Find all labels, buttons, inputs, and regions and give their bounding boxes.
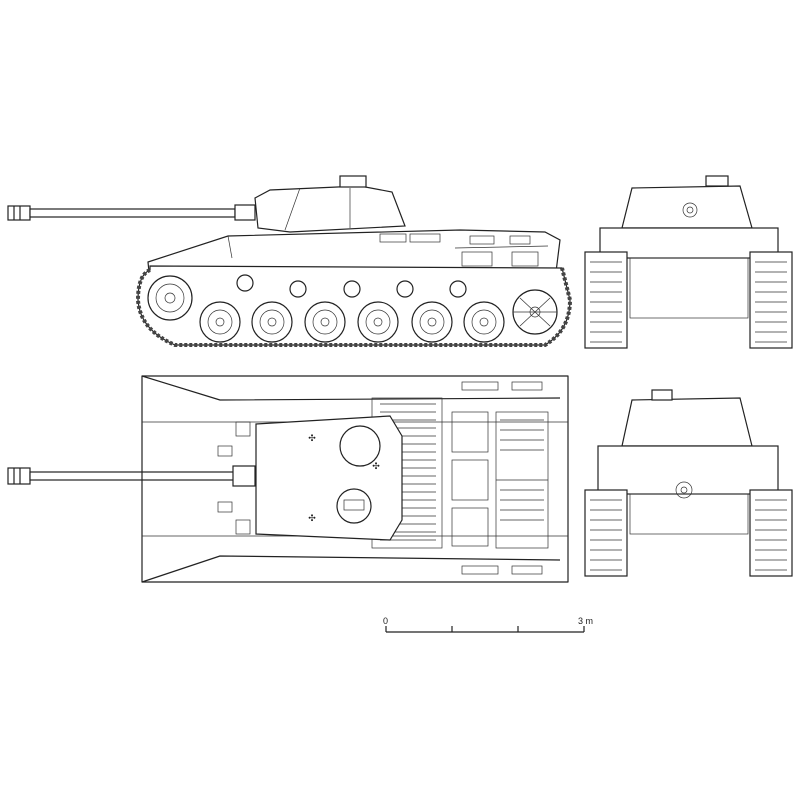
scale-end-label: 3 m: [578, 616, 593, 626]
top-turret: [255, 415, 403, 541]
front-turret: [621, 185, 753, 229]
rear-turret: [621, 397, 753, 447]
rear-hull: [597, 445, 779, 495]
front-hull: [599, 227, 779, 259]
rear-left-track: [584, 489, 628, 577]
rear-view: [584, 389, 793, 577]
svg-text:✣: ✣: [308, 433, 316, 443]
scale-start-label: 0: [383, 616, 388, 626]
side-gun-barrel: [7, 204, 256, 221]
front-left-track: [584, 251, 628, 349]
top-loader-hatch: [336, 488, 372, 524]
side-drive-sprocket: [147, 275, 193, 321]
side-return-rollers: [236, 274, 467, 298]
scale-bar: 0 3 m: [383, 616, 593, 633]
svg-text:✣: ✣: [308, 513, 316, 523]
top-cupola: [339, 425, 381, 467]
side-cupola: [339, 175, 367, 188]
front-right-track: [749, 251, 793, 349]
side-view: [7, 175, 573, 347]
side-hull-details: [379, 233, 539, 267]
side-road-wheels: [199, 301, 505, 343]
top-hull-outline: [141, 375, 569, 583]
top-view: ✣ ✣ ✣: [7, 375, 569, 583]
top-gun-barrel: [7, 465, 256, 487]
rear-right-track: [749, 489, 793, 577]
side-idler-wheel: [512, 289, 558, 335]
svg-text:✣: ✣: [372, 461, 380, 471]
front-view: [584, 175, 793, 349]
side-turret: [254, 185, 406, 233]
